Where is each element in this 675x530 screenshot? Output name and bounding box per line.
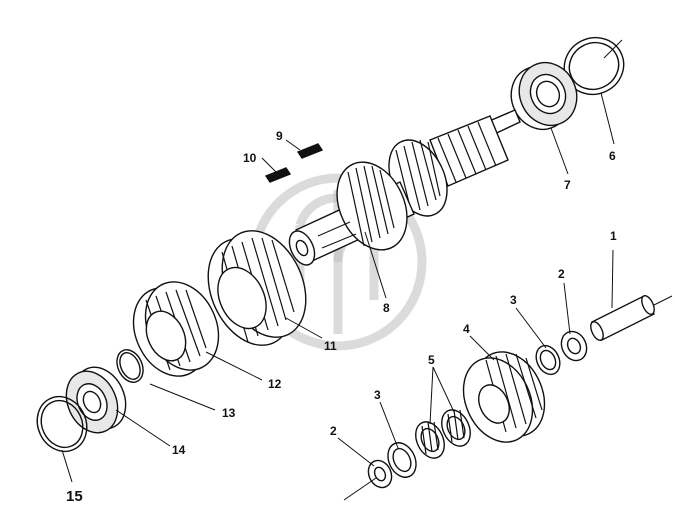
callout-labels: 1 2 3 4 5 3 2 6 7 8 9 10 11 12 13 14 15: [66, 129, 617, 505]
snap-ring-6: [563, 36, 625, 96]
gear-4: [462, 351, 546, 443]
washer-2-lower: [367, 459, 393, 489]
callout-10: 10: [243, 151, 257, 165]
gear-12: [132, 281, 220, 377]
callout-13: 13: [222, 406, 236, 420]
callout-3-lower: 3: [374, 388, 381, 402]
callout-8: 8: [383, 301, 390, 315]
gear-11: [207, 230, 307, 346]
callout-6: 6: [609, 149, 616, 163]
washer-2-upper: [560, 330, 588, 362]
callout-14: 14: [172, 443, 186, 457]
needle-bearing-5a: [441, 409, 471, 447]
pin-shaft-1: [590, 294, 655, 342]
snap-ring-13: [116, 349, 144, 383]
callout-2-upper: 2: [558, 267, 565, 281]
snap-ring-15: [36, 395, 88, 453]
spacer-3-upper: [535, 344, 561, 376]
callout-3-upper: 3: [510, 293, 517, 307]
callout-2-lower: 2: [330, 424, 337, 438]
main-shaft-8: [288, 109, 521, 266]
callout-9: 9: [276, 129, 283, 143]
key-10: [264, 167, 292, 183]
axis-lines: [343, 39, 673, 501]
callout-7: 7: [564, 178, 571, 192]
callout-4: 4: [463, 322, 470, 336]
bearing-14: [65, 366, 127, 434]
callout-15: 15: [66, 488, 83, 505]
callout-1: 1: [610, 229, 617, 243]
bearing-7: [510, 61, 578, 131]
callout-11: 11: [324, 339, 337, 353]
callout-12: 12: [268, 377, 282, 391]
needle-bearing-5b: [415, 421, 445, 459]
callout-5: 5: [428, 353, 435, 367]
leader-lines: [61, 92, 615, 483]
spacer-3-lower: [387, 442, 417, 478]
key-9: [296, 143, 324, 159]
